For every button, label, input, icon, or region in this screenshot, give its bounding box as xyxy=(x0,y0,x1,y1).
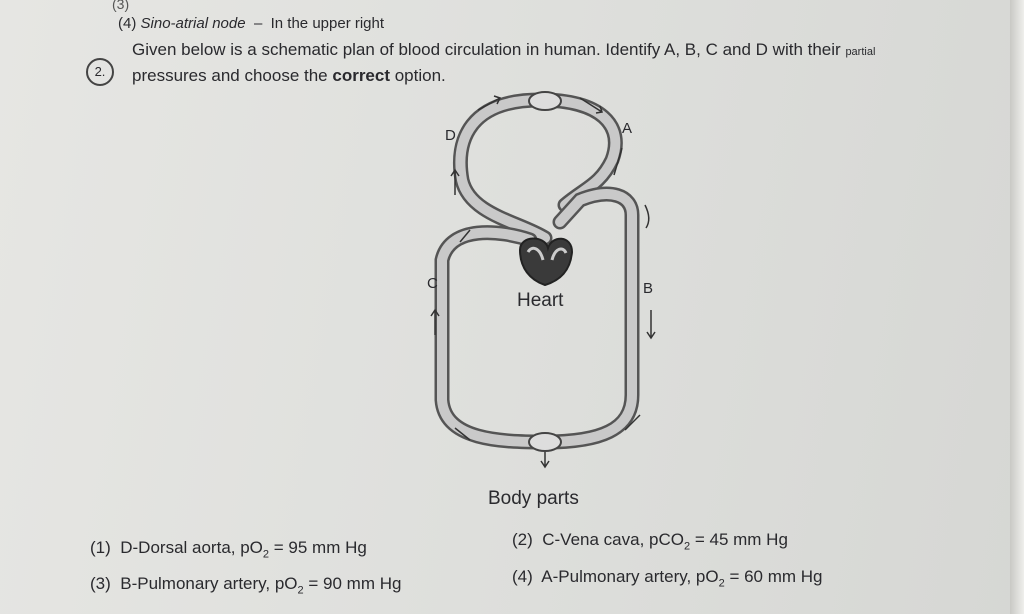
option-number: (1) xyxy=(90,538,111,557)
subscript: 2 xyxy=(683,540,691,553)
option-label: Sino-atrial node xyxy=(140,15,246,32)
option-2[interactable]: (2) C-Vena cava, pCO2 = 45 mm Hg xyxy=(512,530,788,553)
label-b: B xyxy=(643,280,653,297)
subscript: 2 xyxy=(297,584,304,597)
question-line-1: Given below is a schematic plan of blood… xyxy=(132,40,875,62)
heart-label: Heart xyxy=(517,290,564,311)
option-number: (4) xyxy=(512,567,533,586)
book-spine xyxy=(1010,0,1024,614)
label-d: D xyxy=(445,127,456,144)
subscript: 2 xyxy=(262,548,270,561)
question-line-2: pressures and choose the correct option. xyxy=(132,66,446,86)
option-number: (3) xyxy=(90,574,111,593)
subscript: 2 xyxy=(718,577,725,590)
option-number: (4) xyxy=(118,15,137,32)
label-c: C xyxy=(427,275,438,292)
lung-capillaries xyxy=(528,91,562,111)
question-number: 2. xyxy=(86,58,114,86)
option-number: (2) xyxy=(512,530,533,549)
emphasis-correct: correct xyxy=(332,66,390,85)
option-text: B-Pulmonary artery, pO xyxy=(120,574,298,593)
option-value: = 45 mm Hg xyxy=(690,530,788,549)
option-text: In the upper right xyxy=(270,15,385,32)
option-1[interactable]: (1) D-Dorsal aorta, pO2 = 95 mm Hg xyxy=(90,538,367,561)
option-3[interactable]: (3) B-Pulmonary artery, pO2 = 90 mm Hg xyxy=(90,574,402,597)
option-text: D-Dorsal aorta, pO xyxy=(120,538,263,557)
vessel-pulmonary-loop xyxy=(452,92,623,246)
previous-option-3: (3) xyxy=(112,0,130,12)
dash: – xyxy=(253,15,263,32)
option-text: C-Vena cava, pCO xyxy=(542,530,684,549)
flow-arrows xyxy=(430,95,656,469)
option-value: = 90 mm Hg xyxy=(303,574,402,593)
label-a: A xyxy=(622,120,632,137)
question-text-end: partial xyxy=(845,46,876,58)
option-text: A-Pulmonary artery, pO xyxy=(541,567,719,586)
question-text: pressures and choose the xyxy=(132,66,333,85)
option-value: = 60 mm Hg xyxy=(724,567,823,586)
question-text: option. xyxy=(390,66,446,85)
body-parts-label: Body parts xyxy=(488,488,579,509)
option-value: = 95 mm Hg xyxy=(269,538,367,557)
question-text: Given below is a schematic plan of blood… xyxy=(132,40,841,59)
heart-icon xyxy=(518,237,574,287)
option-4[interactable]: (4) A-Pulmonary artery, pO2 = 60 mm Hg xyxy=(512,567,823,590)
body-capillaries xyxy=(528,432,562,452)
previous-option-4: (4) Sino-atrial node – In the upper righ… xyxy=(118,14,384,34)
